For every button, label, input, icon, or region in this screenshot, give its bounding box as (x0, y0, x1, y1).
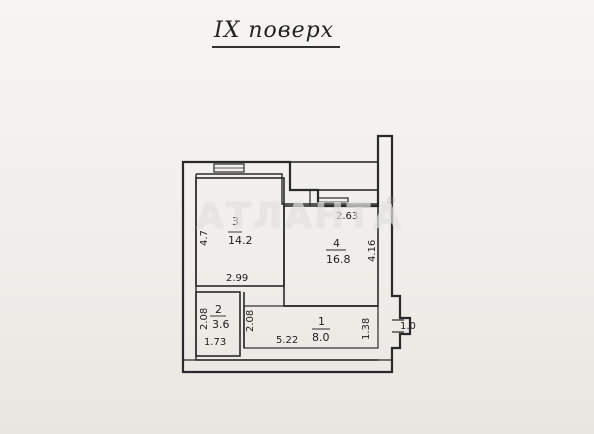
room-1-area: 8.0 (312, 331, 330, 344)
room-4-area: 16.8 (326, 253, 351, 266)
dimension-entry-width: 1.0 (400, 321, 416, 332)
room-1-number: 1 (318, 315, 325, 328)
dimension-room2-height-left: 2.08 (199, 307, 210, 330)
dimension-room2-height-right: 2.08 (245, 309, 256, 332)
dimension-room2-width: 1.73 (204, 337, 227, 348)
room-3-number: 3 (232, 215, 239, 228)
dimension-room4-height: 4.16 (367, 239, 378, 262)
floor-title: IX поверх (214, 18, 335, 43)
loggia (289, 161, 379, 191)
title-underline (212, 46, 340, 48)
room-2-outline (195, 291, 241, 357)
room-2-area: 3.6 (212, 318, 230, 331)
room-3-area: 14.2 (228, 234, 253, 247)
room-4-number: 4 (333, 237, 340, 250)
dimension-hall-height: 1.38 (361, 317, 372, 340)
dimension-hall-width: 5.22 (276, 335, 299, 346)
watermark-logo: АТЛАНТА (196, 196, 403, 237)
dimension-room3-width: 2.99 (226, 273, 249, 284)
watermark-registered-mark: ® (386, 196, 396, 207)
dimension-balcony-width: 2.63 (336, 211, 359, 222)
room-2-number: 2 (215, 303, 222, 316)
room-1-outline (243, 305, 379, 349)
